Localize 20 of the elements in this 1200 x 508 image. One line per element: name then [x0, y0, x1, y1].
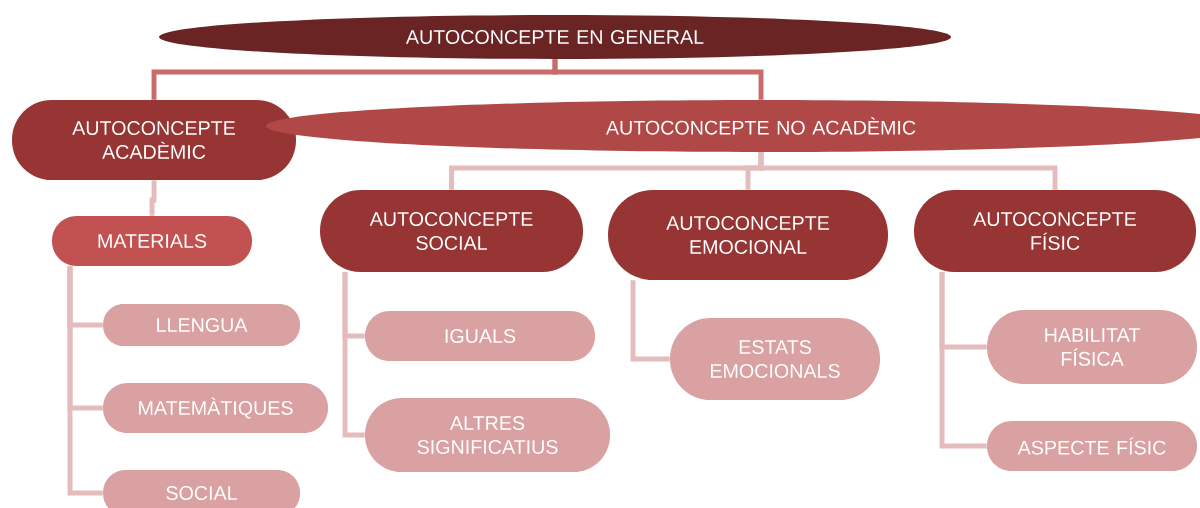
leaf-box: ALTRES SIGNIFICATIUS: [365, 398, 611, 472]
category-box: AUTOCONCEPTE EMOCIONAL: [608, 190, 888, 280]
connector-line: [939, 272, 987, 449]
connector-line: [552, 59, 764, 100]
leaf-box: HABILITAT FÍSICA: [987, 310, 1197, 384]
connector-line: [342, 272, 365, 438]
connector-line: [630, 280, 670, 362]
leaf-box: ASPECTE FÍSIC: [987, 421, 1197, 471]
connector-line: [149, 180, 157, 216]
leaf-box: IGUALS: [365, 311, 595, 361]
connector-line: [758, 152, 1058, 190]
leaf-box: MATEMÀTIQUES: [103, 383, 329, 433]
connector-line: [67, 266, 103, 496]
category-box: AUTOCONCEPTE SOCIAL: [320, 190, 584, 272]
subcategory-box: MATERIALS: [52, 216, 252, 266]
leaf-box: SOCIAL: [103, 470, 300, 508]
leaf-box: LLENGUA: [103, 304, 300, 346]
category-box: AUTOCONCEPTE ACADÈMIC: [12, 100, 296, 180]
leaf-box: ESTATS EMOCIONALS: [670, 318, 880, 400]
category-box: AUTOCONCEPTE FÍSIC: [914, 190, 1196, 272]
